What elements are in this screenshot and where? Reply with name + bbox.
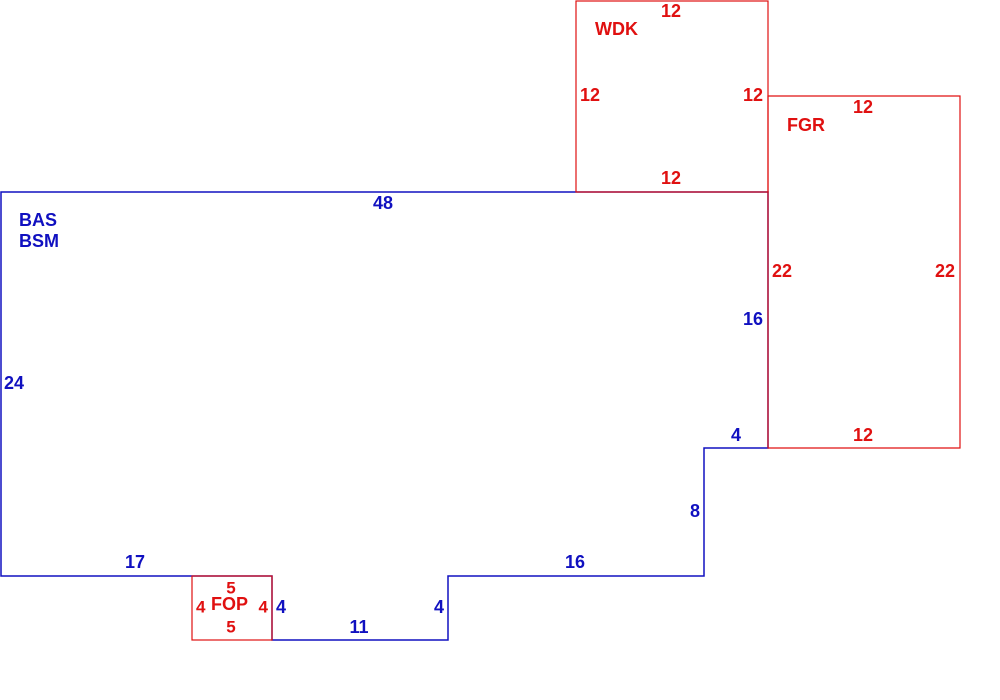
dim-wdk-bottom: 12: [661, 168, 681, 188]
dim-fop-left: 4: [196, 597, 206, 616]
dim-wdk-right: 12: [743, 85, 763, 105]
dim-main-right-lower: 8: [690, 501, 700, 521]
main-building-outline: [0, 191, 769, 641]
dim-fgr-right: 22: [935, 261, 955, 281]
main-area-label-1: BAS: [19, 210, 57, 230]
fop-outline: [191, 575, 273, 641]
dim-main-step-b: 4: [434, 597, 444, 617]
dim-fop-bottom: 5: [226, 617, 235, 636]
dim-main-right-upper: 16: [743, 309, 763, 329]
dim-main-step-a: 4: [276, 597, 286, 617]
dim-fop-top: 5: [226, 578, 235, 597]
dim-wdk-left: 12: [580, 85, 600, 105]
dim-fgr-left: 22: [772, 261, 792, 281]
fgr-outline: [767, 95, 961, 449]
dim-fgr-bottom: 12: [853, 425, 873, 445]
main-area-label-2: BSM: [19, 231, 59, 251]
dim-fgr-top: 12: [853, 97, 873, 117]
wdk-area-label: WDK: [595, 19, 638, 39]
dim-main-bottom-left: 17: [125, 552, 145, 572]
fop-area-label: FOP: [211, 594, 248, 614]
dim-main-left: 24: [4, 373, 24, 393]
dim-main-notch-bottom: 11: [349, 617, 368, 637]
dim-fop-right: 4: [259, 597, 269, 616]
dim-main-right-jog: 4: [731, 425, 741, 445]
dim-main-bottom-right: 16: [565, 552, 585, 572]
dim-main-top: 48: [373, 193, 393, 213]
fgr-area-label: FGR: [787, 115, 825, 135]
dim-wdk-top: 12: [661, 1, 681, 21]
